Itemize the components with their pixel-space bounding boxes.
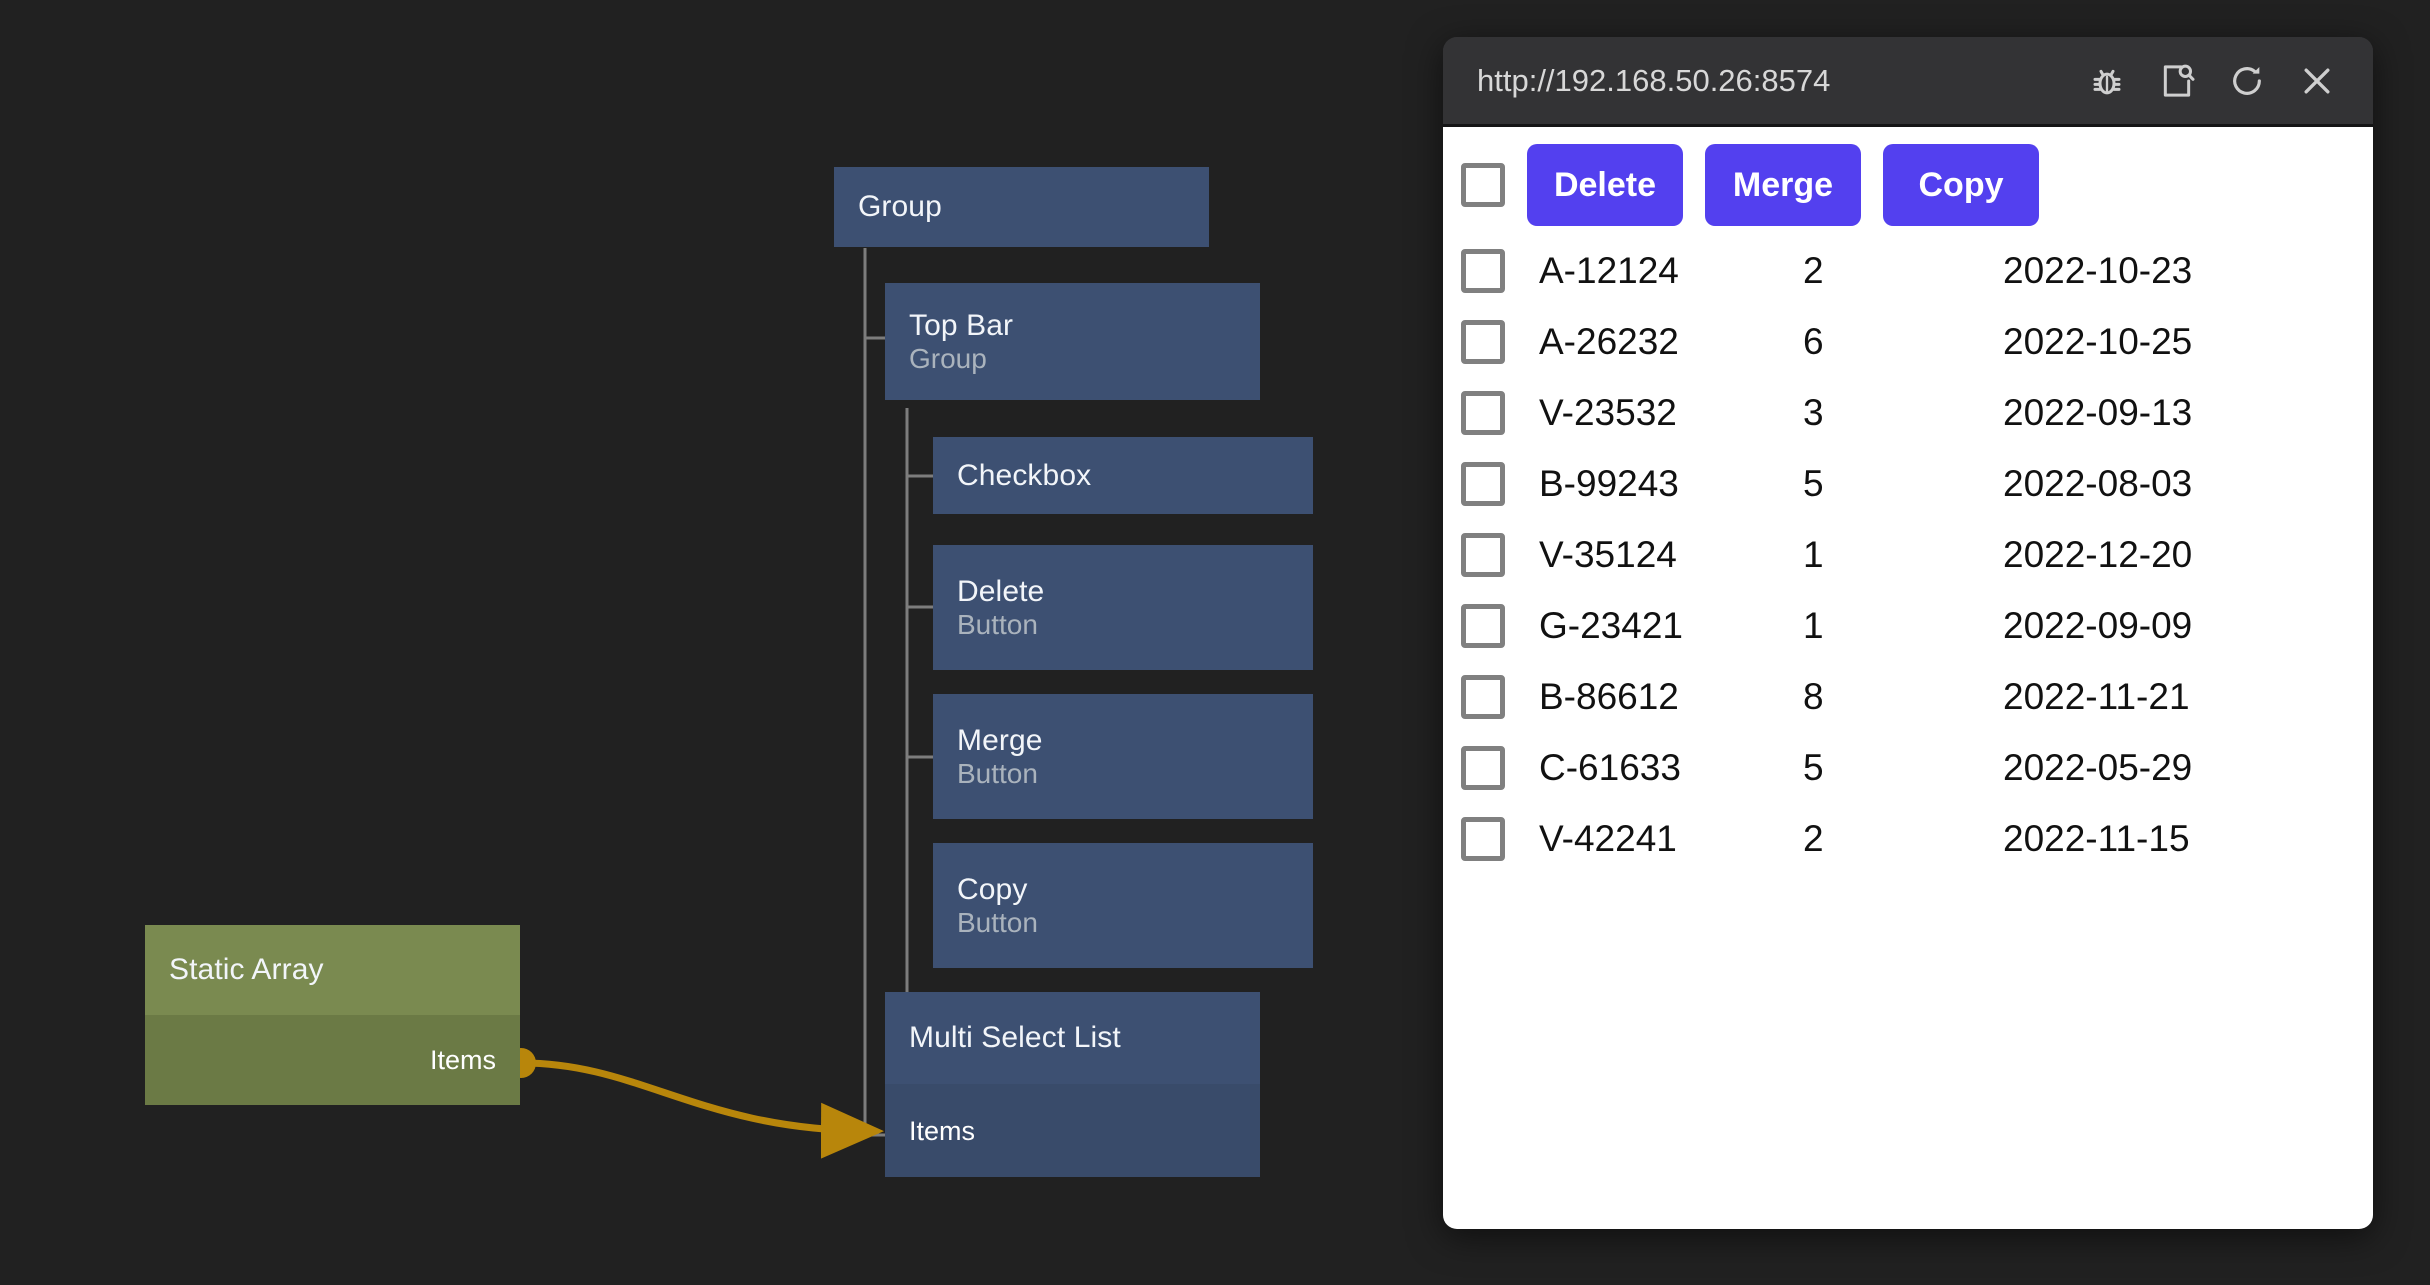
cell-date: 2022-05-29 bbox=[2003, 746, 2193, 788]
table-row[interactable]: V-23532 3 2022-09-13 bbox=[1461, 377, 2373, 448]
node-multi-select-list[interactable]: Multi Select List Items bbox=[885, 992, 1260, 1177]
cell-id: V-42241 bbox=[1539, 817, 1677, 859]
data-edge-items bbox=[521, 1059, 884, 1159]
page-content: Delete Merge Copy A-12124 2 2022-10-23 A… bbox=[1443, 127, 2373, 1229]
cell-qty: 2 bbox=[1803, 817, 1824, 859]
items-table: A-12124 2 2022-10-23 A-26232 6 2022-10-2… bbox=[1443, 235, 2373, 874]
node-checkbox-header: Checkbox bbox=[933, 437, 1313, 514]
row-checkbox[interactable] bbox=[1461, 390, 1505, 435]
node-delete-header: Delete Button bbox=[933, 545, 1313, 670]
table-row[interactable]: A-12124 2 2022-10-23 bbox=[1461, 235, 2373, 306]
node-copy-header: Copy Button bbox=[933, 843, 1313, 968]
cell-date: 2022-11-15 bbox=[2003, 817, 2190, 859]
node-checkbox-title: Checkbox bbox=[957, 458, 1092, 492]
close-icon[interactable] bbox=[2289, 53, 2345, 109]
node-top-bar-subtitle: Group bbox=[909, 342, 987, 374]
node-top-bar-title: Top Bar bbox=[909, 308, 1014, 342]
node-merge-title: Merge bbox=[957, 723, 1043, 757]
row-checkbox[interactable] bbox=[1461, 674, 1505, 719]
cell-qty: 1 bbox=[1803, 533, 1824, 575]
cell-date: 2022-10-23 bbox=[2003, 249, 2193, 291]
node-merge-subtitle: Button bbox=[957, 757, 1038, 789]
input-port-items-label[interactable]: Items bbox=[909, 1115, 976, 1146]
cell-date: 2022-10-25 bbox=[2003, 320, 2193, 362]
cell-qty: 8 bbox=[1803, 675, 1824, 717]
table-row[interactable]: C-61633 5 2022-05-29 bbox=[1461, 732, 2373, 803]
row-checkbox[interactable] bbox=[1461, 532, 1505, 577]
table-row[interactable]: V-35124 1 2022-12-20 bbox=[1461, 519, 2373, 590]
node-group-title: Group bbox=[858, 190, 942, 223]
delete-button[interactable]: Delete bbox=[1527, 144, 1683, 226]
cell-date: 2022-11-21 bbox=[2003, 675, 2190, 717]
node-merge-header: Merge Button bbox=[933, 694, 1313, 819]
cell-date: 2022-08-03 bbox=[2003, 462, 2193, 504]
table-row[interactable]: B-99243 5 2022-08-03 bbox=[1461, 448, 2373, 519]
cell-id: A-12124 bbox=[1539, 249, 1679, 291]
cell-id: B-86612 bbox=[1539, 675, 1679, 717]
cell-id: V-35124 bbox=[1539, 533, 1677, 575]
select-all-checkbox[interactable] bbox=[1461, 163, 1505, 207]
cell-id: B-99243 bbox=[1539, 462, 1679, 504]
cell-date: 2022-09-13 bbox=[2003, 391, 2193, 433]
node-static-array-body: Items bbox=[145, 1015, 520, 1105]
tree-connector-lines-children bbox=[905, 408, 935, 1016]
cell-qty: 5 bbox=[1803, 746, 1824, 788]
browser-window[interactable]: http://192.168.50.26:8574 bbox=[1443, 37, 2373, 1229]
node-copy-button[interactable]: Copy Button bbox=[933, 843, 1313, 968]
node-static-array-title: Static Array bbox=[169, 953, 324, 986]
node-multi-select-list-title: Multi Select List bbox=[909, 1021, 1121, 1054]
table-row[interactable]: A-26232 6 2022-10-25 bbox=[1461, 306, 2373, 377]
cell-id: C-61633 bbox=[1539, 746, 1681, 788]
node-multi-select-list-header: Multi Select List bbox=[885, 992, 1260, 1084]
row-checkbox[interactable] bbox=[1461, 603, 1505, 648]
cell-id: V-23532 bbox=[1539, 391, 1677, 433]
node-merge-button[interactable]: Merge Button bbox=[933, 694, 1313, 819]
node-delete-title: Delete bbox=[957, 574, 1045, 608]
cell-qty: 3 bbox=[1803, 391, 1824, 433]
node-group[interactable]: Group bbox=[834, 167, 1209, 247]
node-delete-subtitle: Button bbox=[957, 608, 1038, 640]
cell-id: G-23421 bbox=[1539, 604, 1683, 646]
row-checkbox[interactable] bbox=[1461, 248, 1505, 293]
cell-qty: 1 bbox=[1803, 604, 1824, 646]
node-group-header: Group bbox=[834, 167, 1209, 247]
node-top-bar-header: Top Bar Group bbox=[885, 283, 1260, 400]
table-row[interactable]: B-86612 8 2022-11-21 bbox=[1461, 661, 2373, 732]
node-top-bar[interactable]: Top Bar Group bbox=[885, 283, 1260, 400]
copy-button[interactable]: Copy bbox=[1883, 144, 2039, 226]
node-multi-select-list-body: Items bbox=[885, 1084, 1260, 1177]
cell-qty: 6 bbox=[1803, 320, 1824, 362]
cell-date: 2022-09-09 bbox=[2003, 604, 2193, 646]
bug-icon[interactable] bbox=[2079, 53, 2135, 109]
cell-qty: 2 bbox=[1803, 249, 1824, 291]
cell-date: 2022-12-20 bbox=[2003, 533, 2193, 575]
browser-titlebar[interactable]: http://192.168.50.26:8574 bbox=[1443, 37, 2373, 127]
row-checkbox[interactable] bbox=[1461, 461, 1505, 506]
table-row[interactable]: G-23421 1 2022-09-09 bbox=[1461, 590, 2373, 661]
output-port-items-label[interactable]: Items bbox=[429, 1045, 496, 1075]
row-checkbox[interactable] bbox=[1461, 816, 1505, 861]
reload-icon[interactable] bbox=[2219, 53, 2275, 109]
node-copy-title: Copy bbox=[957, 872, 1028, 906]
node-copy-subtitle: Button bbox=[957, 906, 1038, 938]
cell-id: A-26232 bbox=[1539, 320, 1679, 362]
page-toolbar: Delete Merge Copy bbox=[1443, 127, 2373, 235]
row-checkbox[interactable] bbox=[1461, 319, 1505, 364]
table-row[interactable]: V-42241 2 2022-11-15 bbox=[1461, 803, 2373, 874]
node-checkbox[interactable]: Checkbox bbox=[933, 437, 1313, 514]
row-checkbox[interactable] bbox=[1461, 745, 1505, 790]
cell-qty: 5 bbox=[1803, 462, 1824, 504]
node-delete-button[interactable]: Delete Button bbox=[933, 545, 1313, 670]
node-static-array-header: Static Array bbox=[145, 925, 520, 1015]
merge-button[interactable]: Merge bbox=[1705, 144, 1861, 226]
node-static-array[interactable]: Static Array Items bbox=[145, 925, 520, 1105]
inspect-icon[interactable] bbox=[2149, 53, 2205, 109]
address-bar[interactable]: http://192.168.50.26:8574 bbox=[1477, 63, 1831, 98]
